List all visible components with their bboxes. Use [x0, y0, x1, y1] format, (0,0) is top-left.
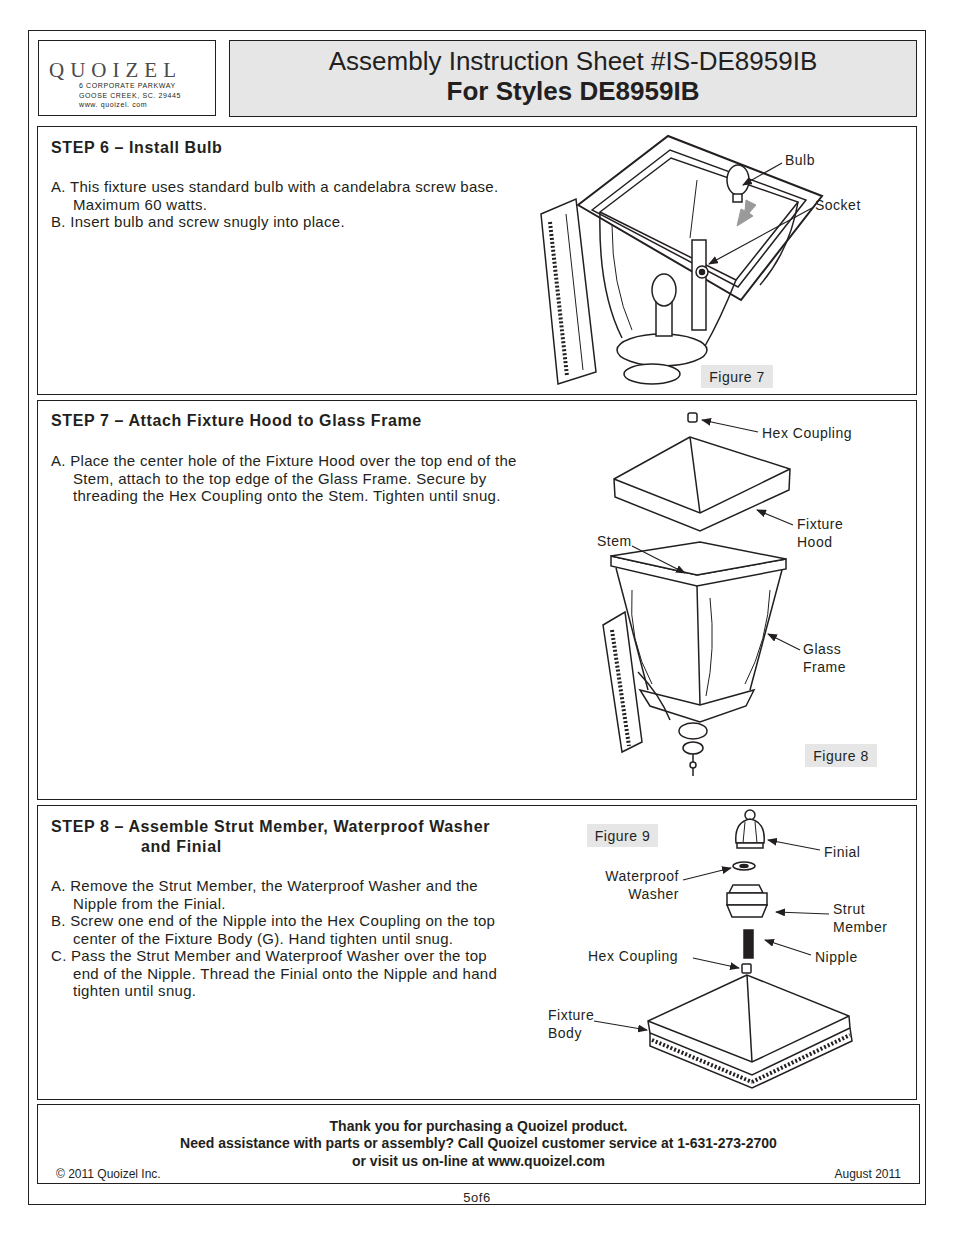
- subtitle: For Styles DE8959IB: [230, 76, 916, 107]
- step-text-column: A. This fixture uses standard bulb with …: [51, 178, 506, 231]
- footer-box: Thank you for purchasing a Quoizel produ…: [37, 1104, 920, 1184]
- address-line: 6 CORPORATE PARKWAY: [79, 82, 176, 90]
- title-box: Assembly Instruction Sheet #IS-DE8959IBF…: [229, 40, 917, 117]
- copyright: © 2011 Quoizel Inc.: [56, 1167, 161, 1181]
- title: Assembly Instruction Sheet #IS-DE8959IB: [230, 46, 916, 77]
- leader-lines: [594, 163, 829, 1030]
- brand-name: QUOIZEL: [49, 58, 182, 83]
- logo-box: QUOIZEL6 CORPORATE PARKWAY GOOSE CREEK, S…: [38, 40, 216, 116]
- step-text-column: A. Place the center hole of the Fixture …: [51, 452, 521, 505]
- thanks-note: Thank you for purchasing a Quoizel produ…: [38, 1118, 919, 1134]
- figure-label: Figure 9: [587, 824, 658, 847]
- part-label: Finial: [824, 843, 860, 861]
- page-border: [29, 31, 926, 1205]
- step-heading: STEP 8 – Assemble Strut Member, Waterpro…: [51, 817, 521, 857]
- part-label: Bulb: [785, 151, 815, 169]
- contact-note: Need assistance with parts or assembly? …: [38, 1135, 919, 1151]
- step-text: C. Pass the Strut Member and Waterproof …: [51, 947, 506, 1000]
- figure-number: Figure 8: [813, 748, 868, 764]
- part-label: Nipple: [815, 948, 858, 966]
- contact-note: or visit us on-line at www.quoizel.com: [38, 1153, 919, 1169]
- step-panel: STEP 7 – Attach Fixture Hood to Glass Fr…: [37, 400, 917, 800]
- figure-number: Figure 9: [595, 828, 650, 844]
- step-panel: STEP 8 – Assemble Strut Member, Waterpro…: [37, 805, 917, 1100]
- part-label: Strut Member: [833, 900, 887, 936]
- part-label: Hex Coupling: [762, 424, 852, 442]
- figure-8-drawing: [603, 413, 790, 776]
- figure-number: Figure 7: [709, 369, 764, 385]
- step-heading: STEP 7 – Attach Fixture Hood to Glass Fr…: [51, 411, 551, 431]
- part-label: Hex Coupling: [588, 947, 678, 965]
- step-text: B. Insert bulb and screw snugly into pla…: [51, 213, 506, 231]
- step-heading: STEP 6 – Install Bulb: [51, 138, 551, 158]
- figure-label: Figure 7: [701, 365, 773, 388]
- figure-7-drawing: [541, 136, 822, 384]
- page-number: 5of6: [0, 1189, 954, 1207]
- part-label: Glass Frame: [803, 640, 846, 676]
- part-label: Waterproof Washer: [605, 867, 679, 903]
- part-label: Stem: [597, 532, 632, 550]
- step-text: A. Place the center hole of the Fixture …: [51, 452, 521, 505]
- figure-label: Figure 8: [805, 744, 877, 767]
- step-text: A. Remove the Strut Member, the Waterpro…: [51, 877, 506, 912]
- website: www. quoizel. com: [79, 101, 147, 109]
- part-label: Fixture Body: [548, 1006, 594, 1042]
- date: August 2011: [835, 1167, 902, 1181]
- part-label: Socket: [815, 196, 861, 214]
- step-text-column: A. Remove the Strut Member, the Waterpro…: [51, 877, 506, 1000]
- step-text: B. Screw one end of the Nipple into the …: [51, 912, 506, 947]
- step-text: A. This fixture uses standard bulb with …: [51, 178, 506, 213]
- address-line: GOOSE CREEK, SC. 29445: [79, 92, 181, 100]
- part-label: Fixture Hood: [797, 515, 843, 551]
